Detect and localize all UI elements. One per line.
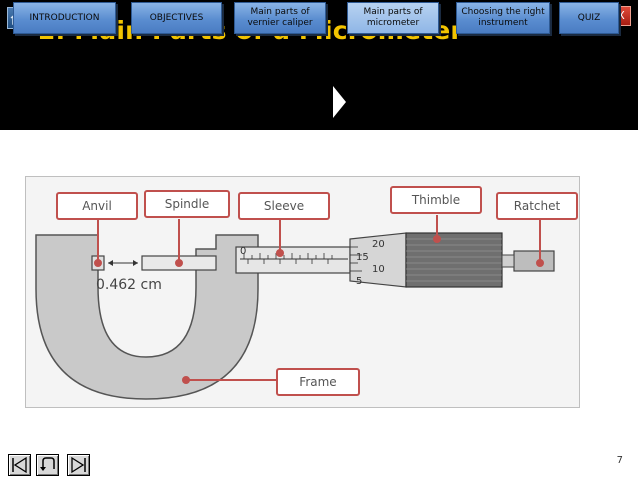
spindle-label: Spindle — [144, 190, 230, 218]
ratchet-shape — [513, 250, 555, 272]
next-slide-button[interactable] — [67, 454, 90, 476]
nav-vernier-caliper[interactable]: Main parts of vernier caliper — [234, 2, 326, 34]
page-number: 7 — [616, 455, 623, 466]
sleeve-shape — [235, 246, 351, 274]
thimble-mark-5: 5 — [356, 276, 363, 287]
nav-choosing-instrument-label: Choosing the right instrument — [461, 7, 545, 28]
thimble-mark-15: 15 — [356, 252, 369, 263]
thimble-label: Thimble — [390, 186, 482, 214]
nav-vernier-caliper-label: Main parts of vernier caliper — [247, 7, 313, 28]
nav-introduction-label: INTRODUCTION — [29, 12, 100, 23]
measurement-text: 0.462 cm — [96, 277, 162, 293]
sleeve-zero-mark: 0 — [240, 246, 247, 257]
next-icon — [71, 456, 86, 474]
nav-objectives[interactable]: OBJECTIVES — [131, 2, 222, 34]
previous-slide-button[interactable] — [8, 454, 31, 476]
nav-introduction[interactable]: INTRODUCTION — [13, 2, 116, 34]
previous-icon — [12, 456, 27, 474]
return-button[interactable] — [36, 454, 59, 476]
thimble-mark-10: 10 — [372, 264, 385, 275]
sleeve-ticks — [243, 253, 333, 264]
ratchet-label: Ratchet — [496, 192, 578, 220]
nav-objectives-label: OBJECTIVES — [149, 12, 204, 23]
current-section-arrow — [333, 86, 346, 118]
return-icon — [40, 457, 55, 471]
anvil-label: Anvil — [56, 192, 138, 220]
nav-micrometer[interactable]: Main parts of micrometer — [347, 2, 439, 34]
nav-quiz-label: QUIZ — [577, 12, 601, 23]
nav-quiz[interactable]: QUIZ — [559, 2, 619, 34]
frame-shape — [35, 234, 259, 400]
nav-micrometer-label: Main parts of micrometer — [363, 7, 423, 28]
close-icon: X — [617, 9, 625, 22]
thimble-mark-20: 20 — [372, 239, 385, 250]
sleeve-label: Sleeve — [238, 192, 330, 220]
thimble-knurl — [405, 232, 503, 288]
micrometer-illustration — [35, 215, 555, 400]
frame-label: Frame — [276, 368, 360, 396]
nav-choosing-instrument[interactable]: Choosing the right instrument — [456, 2, 550, 34]
